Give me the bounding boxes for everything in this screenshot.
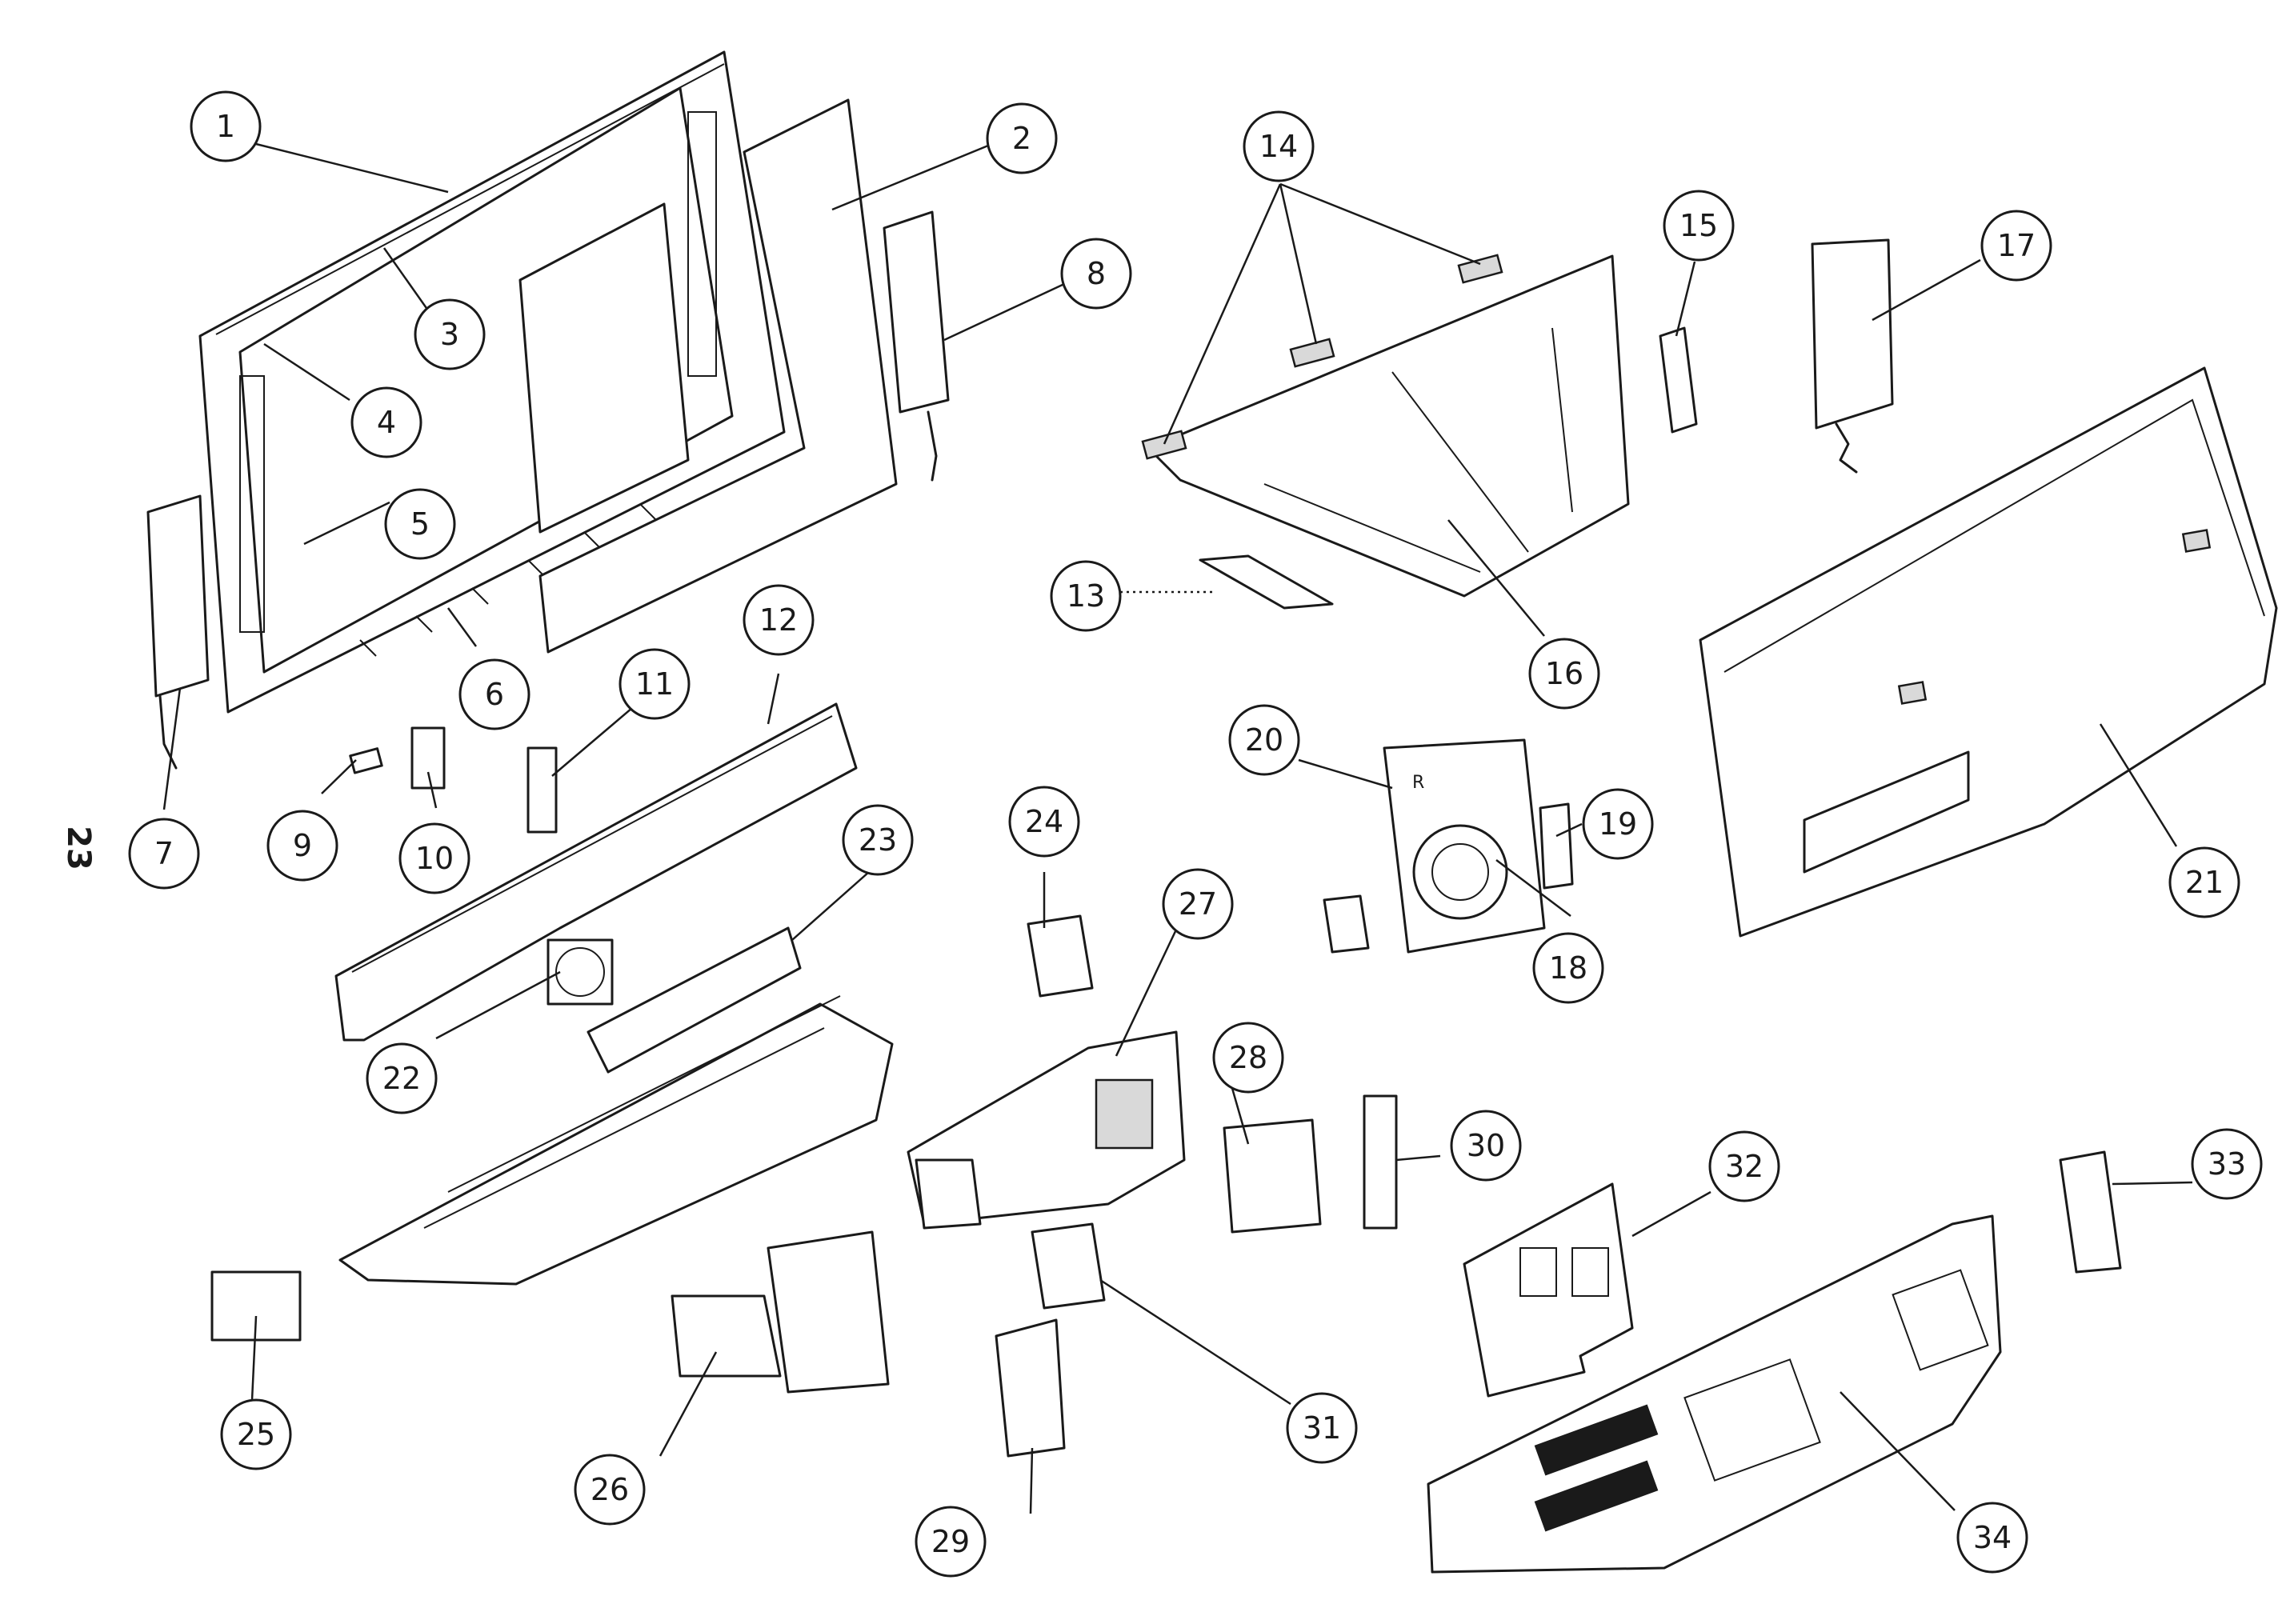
part-7-left-speaker <box>146 494 210 770</box>
svg-text:34: 34 <box>1973 1520 2012 1555</box>
callout-32: 32 <box>1708 1130 1780 1202</box>
callout-33: 33 <box>2191 1128 2263 1200</box>
callout-30: 30 <box>1450 1110 1522 1182</box>
part-inner-window <box>518 202 690 534</box>
callout-15: 15 <box>1663 190 1735 262</box>
svg-text:30: 30 <box>1467 1128 1505 1163</box>
callout-21: 21 <box>2168 846 2240 918</box>
callout-23: 23 <box>842 804 914 876</box>
callout-8: 8 <box>1060 238 1132 310</box>
part-11-switch <box>526 746 558 834</box>
part-32-plate <box>1463 1182 1634 1398</box>
svg-text:19: 19 <box>1599 806 1637 842</box>
svg-text:29: 29 <box>931 1524 970 1559</box>
part-14-pads <box>1141 254 1503 460</box>
svg-text:5: 5 <box>410 506 430 542</box>
callout-5: 5 <box>384 488 456 560</box>
callout-31: 31 <box>1286 1392 1358 1464</box>
svg-text:15: 15 <box>1679 208 1718 243</box>
part-8-right-speaker <box>883 210 950 482</box>
svg-text:12: 12 <box>759 602 798 638</box>
callout-29: 29 <box>915 1506 987 1578</box>
callout-20: 20 <box>1228 704 1300 776</box>
part-29-board <box>995 1318 1066 1458</box>
callout-6: 6 <box>458 658 530 730</box>
callout-11: 11 <box>619 648 691 720</box>
part-21-rear-cabinet <box>1699 366 2278 938</box>
part-17-module <box>1811 238 1894 474</box>
svg-text:1: 1 <box>216 109 235 144</box>
part-34-rear-panel <box>1427 1214 2002 1574</box>
part-15-bracket <box>1659 326 1698 434</box>
callout-18: 18 <box>1532 932 1604 1004</box>
callout-1: 1 <box>190 90 262 162</box>
callout-2: 2 <box>986 102 1058 174</box>
part-mark-r: R <box>1412 773 1424 793</box>
svg-text:8: 8 <box>1087 256 1106 291</box>
callout-34: 34 <box>1956 1502 2028 1574</box>
callout-16: 16 <box>1528 638 1600 710</box>
svg-text:25: 25 <box>237 1417 275 1452</box>
svg-text:23: 23 <box>859 822 897 858</box>
part-chassis-base <box>338 995 894 1286</box>
svg-text:6: 6 <box>485 677 504 712</box>
part-27-optical-engine <box>907 1030 1186 1230</box>
svg-text:20: 20 <box>1245 722 1283 758</box>
part-33-grille <box>2059 1150 2122 1274</box>
svg-text:3: 3 <box>440 317 459 352</box>
svg-text:22: 22 <box>382 1061 421 1096</box>
svg-text:9: 9 <box>293 828 312 863</box>
callout-17: 17 <box>1980 210 2052 282</box>
callout-7: 7 <box>128 818 200 890</box>
svg-text:24: 24 <box>1025 804 1063 839</box>
svg-text:21: 21 <box>2185 865 2224 900</box>
part-18-20-light-engine: R <box>1323 738 1574 954</box>
part-26-board-assembly <box>671 1230 890 1394</box>
svg-text:31: 31 <box>1303 1410 1341 1446</box>
svg-text:2: 2 <box>1012 121 1031 156</box>
svg-text:26: 26 <box>591 1472 629 1507</box>
callout-10: 10 <box>398 822 470 894</box>
callout-27: 27 <box>1162 868 1234 940</box>
svg-text:17: 17 <box>1997 228 2036 263</box>
leader-lines <box>162 142 2193 1514</box>
svg-text:13: 13 <box>1067 578 1105 614</box>
part-22-fan <box>546 938 614 1006</box>
callout-28: 28 <box>1212 1022 1284 1094</box>
part-10-board <box>410 726 446 790</box>
part-16-mirror-tray <box>1147 254 1630 598</box>
svg-text:16: 16 <box>1545 656 1583 691</box>
callout-4: 4 <box>350 386 422 458</box>
svg-text:7: 7 <box>154 836 174 871</box>
part-30-board <box>1363 1094 1398 1230</box>
part-13-clip-strip <box>1199 554 1334 610</box>
callout-9: 9 <box>266 810 338 882</box>
callout-26: 26 <box>574 1454 646 1526</box>
callout-14: 14 <box>1243 110 1315 182</box>
callout-3: 3 <box>414 298 486 370</box>
callout-12: 12 <box>743 584 815 656</box>
svg-text:11: 11 <box>635 666 674 702</box>
svg-text:18: 18 <box>1549 950 1587 986</box>
svg-text:32: 32 <box>1725 1149 1764 1184</box>
part-2-screen-panel <box>538 98 898 654</box>
svg-text:14: 14 <box>1259 129 1298 164</box>
svg-text:33: 33 <box>2208 1146 2246 1182</box>
callout-22: 22 <box>366 1042 438 1114</box>
part-23-bracket <box>587 926 802 1074</box>
svg-text:4: 4 <box>377 405 396 440</box>
svg-text:10: 10 <box>415 841 454 876</box>
part-28-bracket <box>1223 1118 1322 1234</box>
svg-text:28: 28 <box>1229 1040 1267 1075</box>
callout-24: 24 <box>1008 786 1080 858</box>
callout-25: 25 <box>220 1398 292 1470</box>
part-24-holder <box>1027 914 1094 998</box>
callout-13: 13 <box>1050 560 1122 632</box>
svg-text:27: 27 <box>1179 886 1217 922</box>
part-31-holder <box>1031 1222 1106 1310</box>
page-number: 23 <box>60 826 97 870</box>
part-12-long-bracket <box>334 702 858 1042</box>
callout-19: 19 <box>1582 788 1654 860</box>
